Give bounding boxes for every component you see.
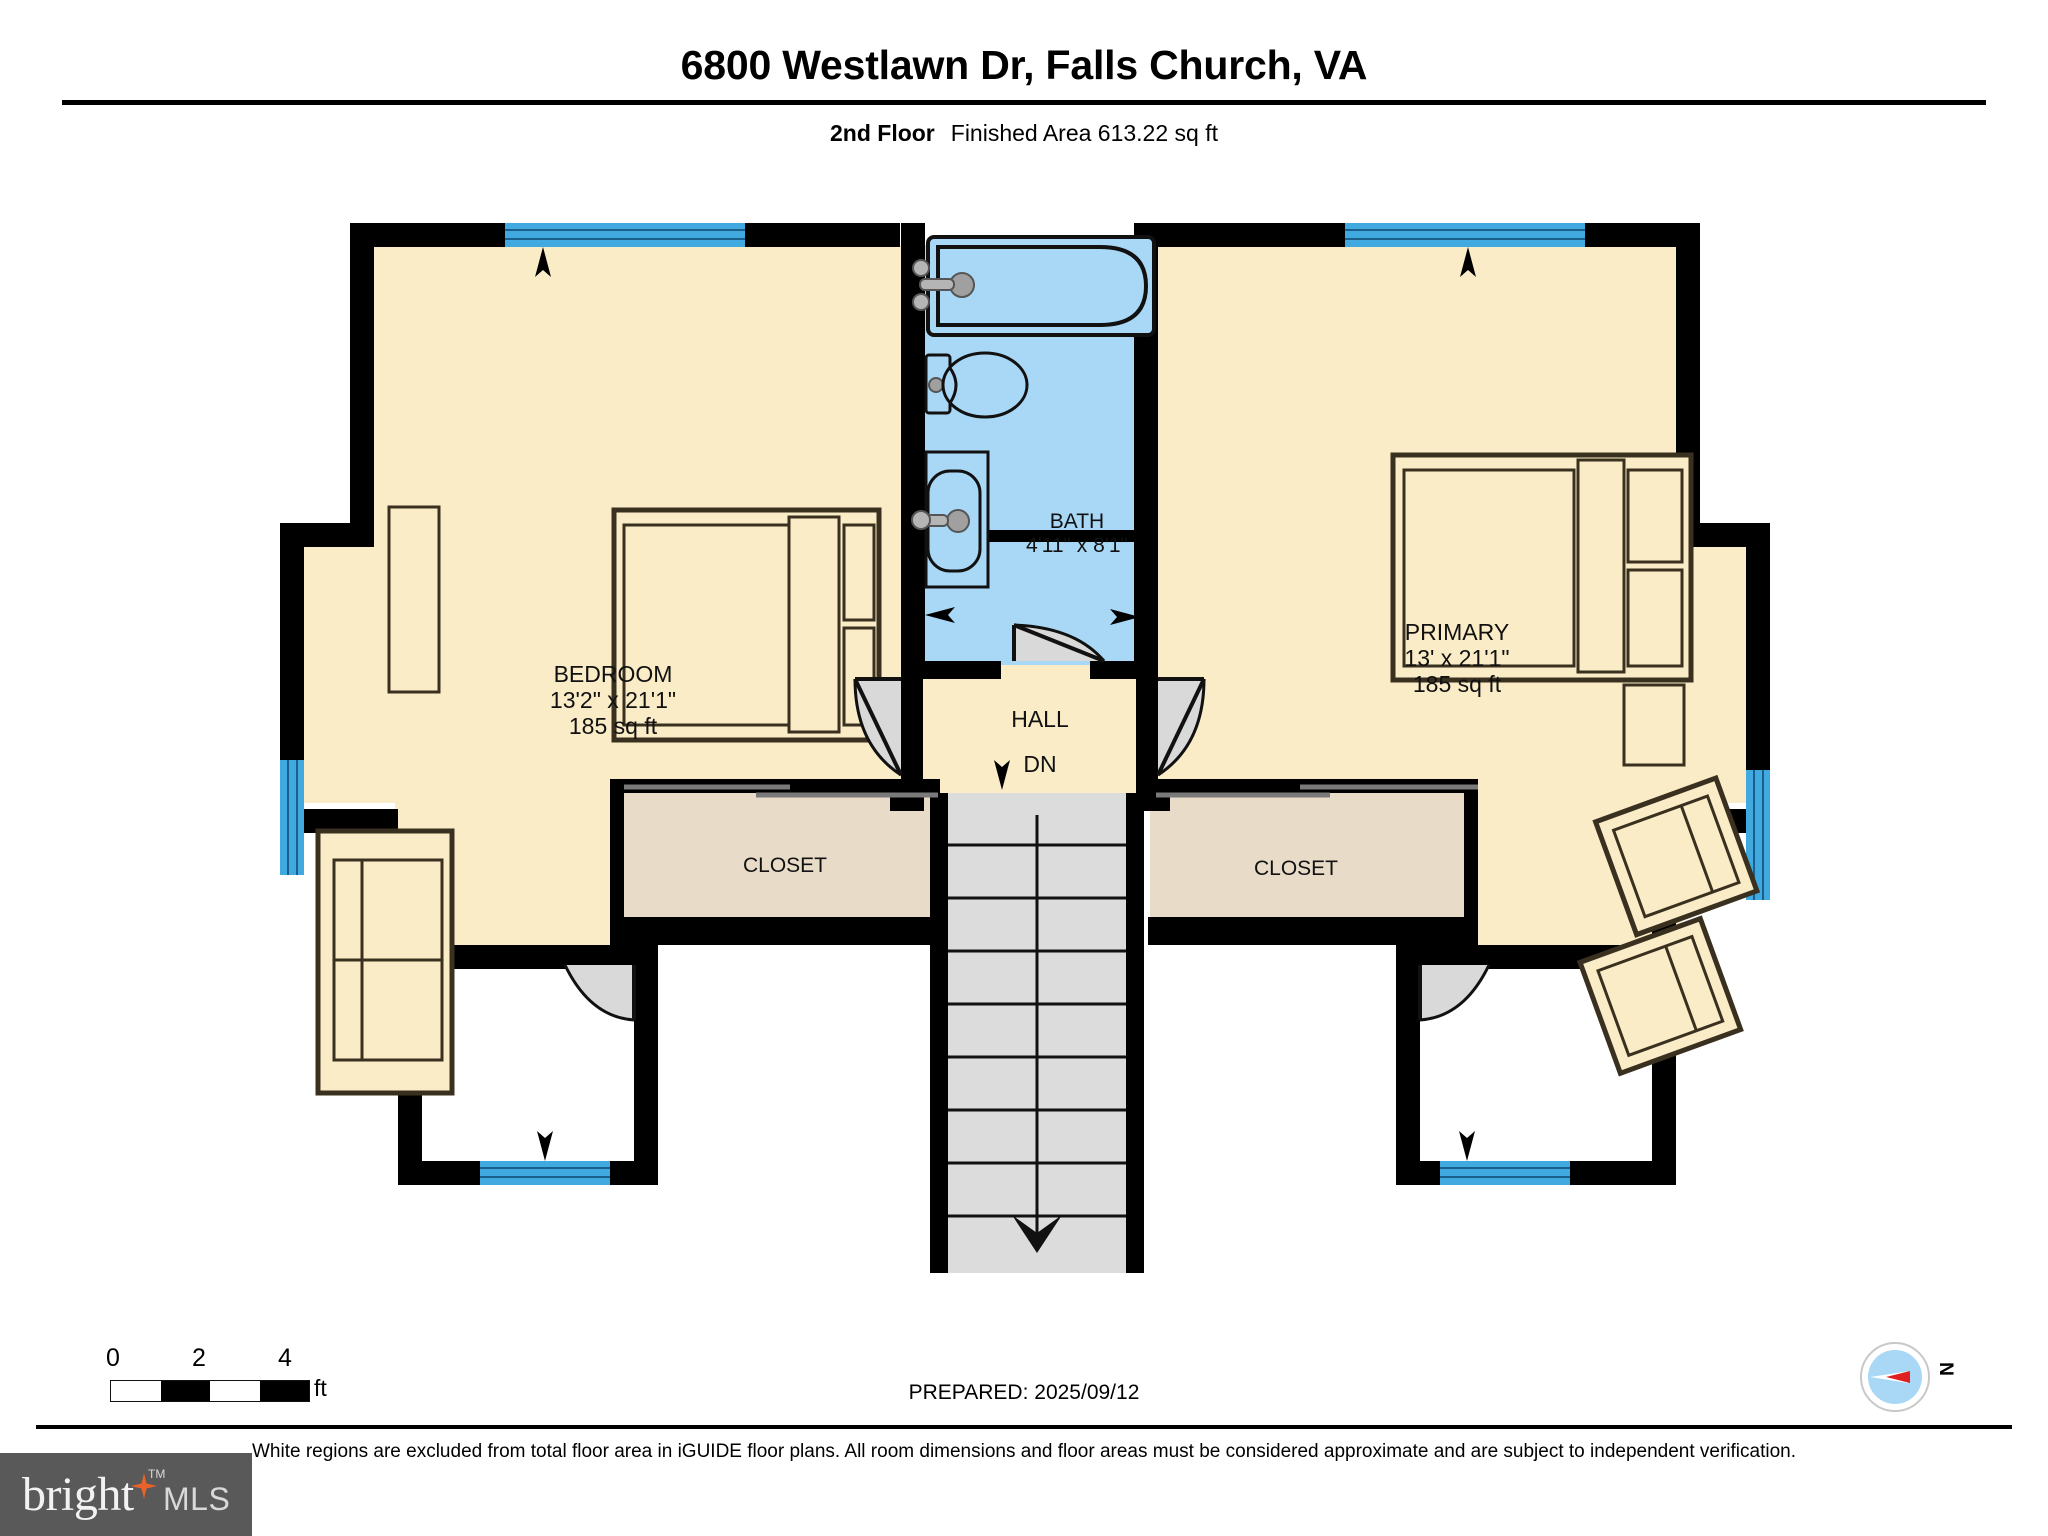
label-bath-dims: 4'11" x 8'1" [1026, 534, 1128, 557]
compass-rose-icon [1860, 1342, 1930, 1412]
wall-stair-right [1126, 793, 1144, 1273]
hall-floor [925, 660, 1158, 803]
scale-bar [110, 1380, 310, 1402]
toilet-icon [924, 351, 1029, 419]
label-closet-right: CLOSET [1254, 857, 1338, 880]
compass-north-label: N [1934, 1362, 1956, 1376]
bath-door-swing [1012, 623, 1106, 663]
floor-plan-drawing: BEDROOM 13'2" x 21'1" 185 sq ft PRIMARY … [0, 155, 2048, 1305]
wall-left-upper [350, 223, 374, 547]
scalebar-tick-4: 4 [278, 1344, 292, 1372]
scalebar-tick-0: 0 [106, 1344, 120, 1372]
primary-bed [1390, 452, 1694, 683]
label-bedroom-dims: 13'2" x 21'1" [550, 687, 676, 713]
floor-subtitle: 2nd Floor Finished Area 613.22 sq ft [0, 120, 2048, 147]
bathtub-icon [912, 235, 1156, 337]
vanity-sink-icon [911, 450, 990, 589]
tub-tap-hot [912, 259, 930, 277]
label-bedroom-name: BEDROOM [554, 661, 673, 687]
bath-fixtures [911, 235, 1156, 663]
finished-area-label: Finished Area 613.22 sq ft [950, 120, 1218, 146]
scalebar-segment-3 [210, 1381, 260, 1401]
bright-mls-logo: bright TM MLS [0, 1453, 252, 1536]
logo-trademark: TM [148, 1467, 166, 1481]
wall-closet-right-bottom [1148, 917, 1478, 945]
label-bedroom-area: 185 sq ft [569, 713, 658, 739]
floor-fills [285, 245, 1765, 955]
marker-right-bath [1110, 609, 1140, 625]
window-bottom-left [480, 1161, 610, 1185]
wall-bath-bottom [901, 661, 1001, 679]
door-bedroom-wing [563, 964, 636, 1022]
closet-right-floor [1150, 785, 1468, 925]
bedroom-dresser [387, 505, 441, 694]
door-hall-to-primary [1156, 677, 1206, 777]
primary-nightstand [1622, 683, 1686, 767]
sink-drain [946, 509, 970, 533]
room-labels: BEDROOM 13'2" x 21'1" 185 sq ft PRIMARY … [550, 510, 1510, 880]
scalebar-tick-2: 2 [192, 1344, 206, 1372]
scalebar-segment-2 [160, 1381, 210, 1401]
marker-down-primary [1459, 1131, 1475, 1161]
toilet-flush [928, 377, 944, 393]
logo-mls-text: MLS [163, 1481, 231, 1517]
tub-tap-cold [912, 293, 930, 311]
logo-wordmark: bright [22, 1468, 134, 1521]
window-top-right [1345, 223, 1585, 247]
wall-stair-left [930, 793, 948, 1273]
wall-hall-left [901, 661, 923, 801]
hall-doors [563, 677, 1491, 1022]
title-divider [62, 100, 1986, 105]
bedroom-sofa [315, 828, 455, 1096]
marker-bath-door [994, 760, 1010, 790]
wall-bath-left [901, 223, 925, 673]
scalebar-unit: ft [314, 1375, 327, 1401]
wall-closet-left-side [610, 779, 624, 945]
sink-tap [911, 510, 931, 530]
disclaimer-text: White regions are excluded from total fl… [251, 1441, 1797, 1462]
wall-primary-wing-left [1396, 945, 1420, 1185]
footer-divider [36, 1425, 2012, 1429]
marker-down-bedroom [537, 1131, 553, 1161]
label-primary-area: 185 sq ft [1413, 671, 1502, 697]
label-closet-left: CLOSET [743, 854, 827, 877]
marker-bath-toilet [925, 607, 955, 623]
logo-sparkle-icon [131, 1473, 157, 1499]
wall-hall-right [1136, 661, 1158, 801]
closet-door-rails [624, 784, 1478, 798]
scalebar-segment-1 [111, 1381, 161, 1401]
label-stairs-direction: DN [1023, 751, 1056, 777]
scalebar-segment-4 [259, 1381, 309, 1401]
door-hall-to-bedroom [853, 677, 903, 777]
stair-down-arrow-icon [1012, 1215, 1062, 1253]
primary-armchair-1 [1592, 774, 1761, 938]
window-top-left [505, 223, 745, 247]
wall-closet-left-bottom [610, 917, 940, 945]
window-bottom-right [1440, 1161, 1570, 1185]
bedroom-floor [285, 245, 925, 955]
label-primary-dims: 13' x 21'1" [1404, 645, 1509, 671]
page-title: 6800 Westlawn Dr, Falls Church, VA [680, 42, 1368, 88]
primary-armchair-2 [1576, 915, 1744, 1077]
prepared-date: PREPARED: 2025/09/12 [908, 1381, 1140, 1404]
door-primary-wing [1418, 964, 1491, 1022]
floor-label: 2nd Floor [829, 120, 935, 146]
label-primary-name: PRIMARY [1405, 619, 1509, 645]
wall-bedroom-wing-right [634, 945, 658, 1185]
label-hall-name: HALL [1011, 706, 1069, 732]
marker-up-left [535, 247, 551, 277]
label-bath-name: BATH [1050, 510, 1104, 533]
tub-spout [919, 278, 955, 291]
marker-up-right [1460, 247, 1476, 277]
wall-closet-right-side [1464, 779, 1478, 945]
window-left-side [280, 760, 304, 875]
closet-left-floor [620, 785, 938, 925]
primary-furniture [1390, 452, 1761, 1077]
staircase [948, 793, 1126, 1273]
